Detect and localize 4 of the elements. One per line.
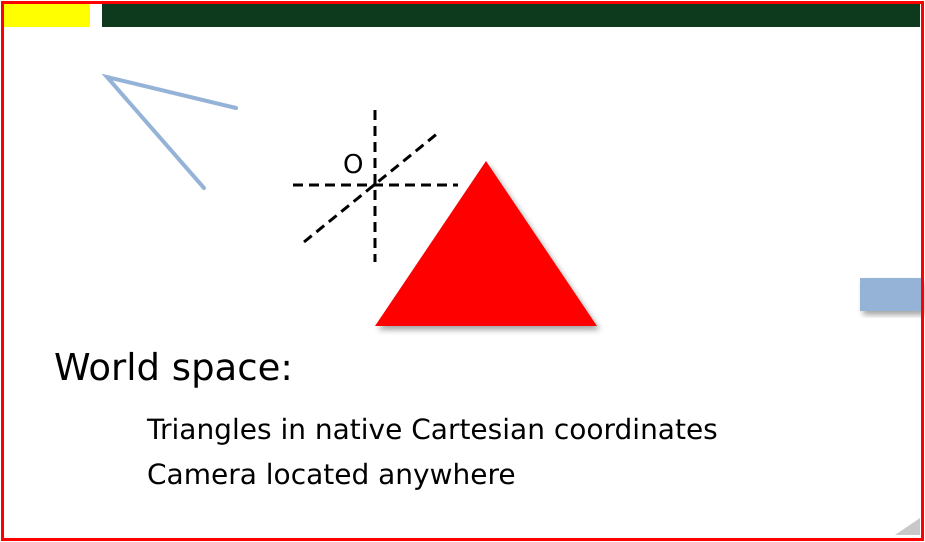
bullet-text: Camera located anywhere <box>147 458 516 491</box>
bullet-text: Triangles in native Cartesian coordinates <box>147 413 718 446</box>
heading: World space: <box>54 346 293 389</box>
origin-label: O <box>343 150 364 180</box>
